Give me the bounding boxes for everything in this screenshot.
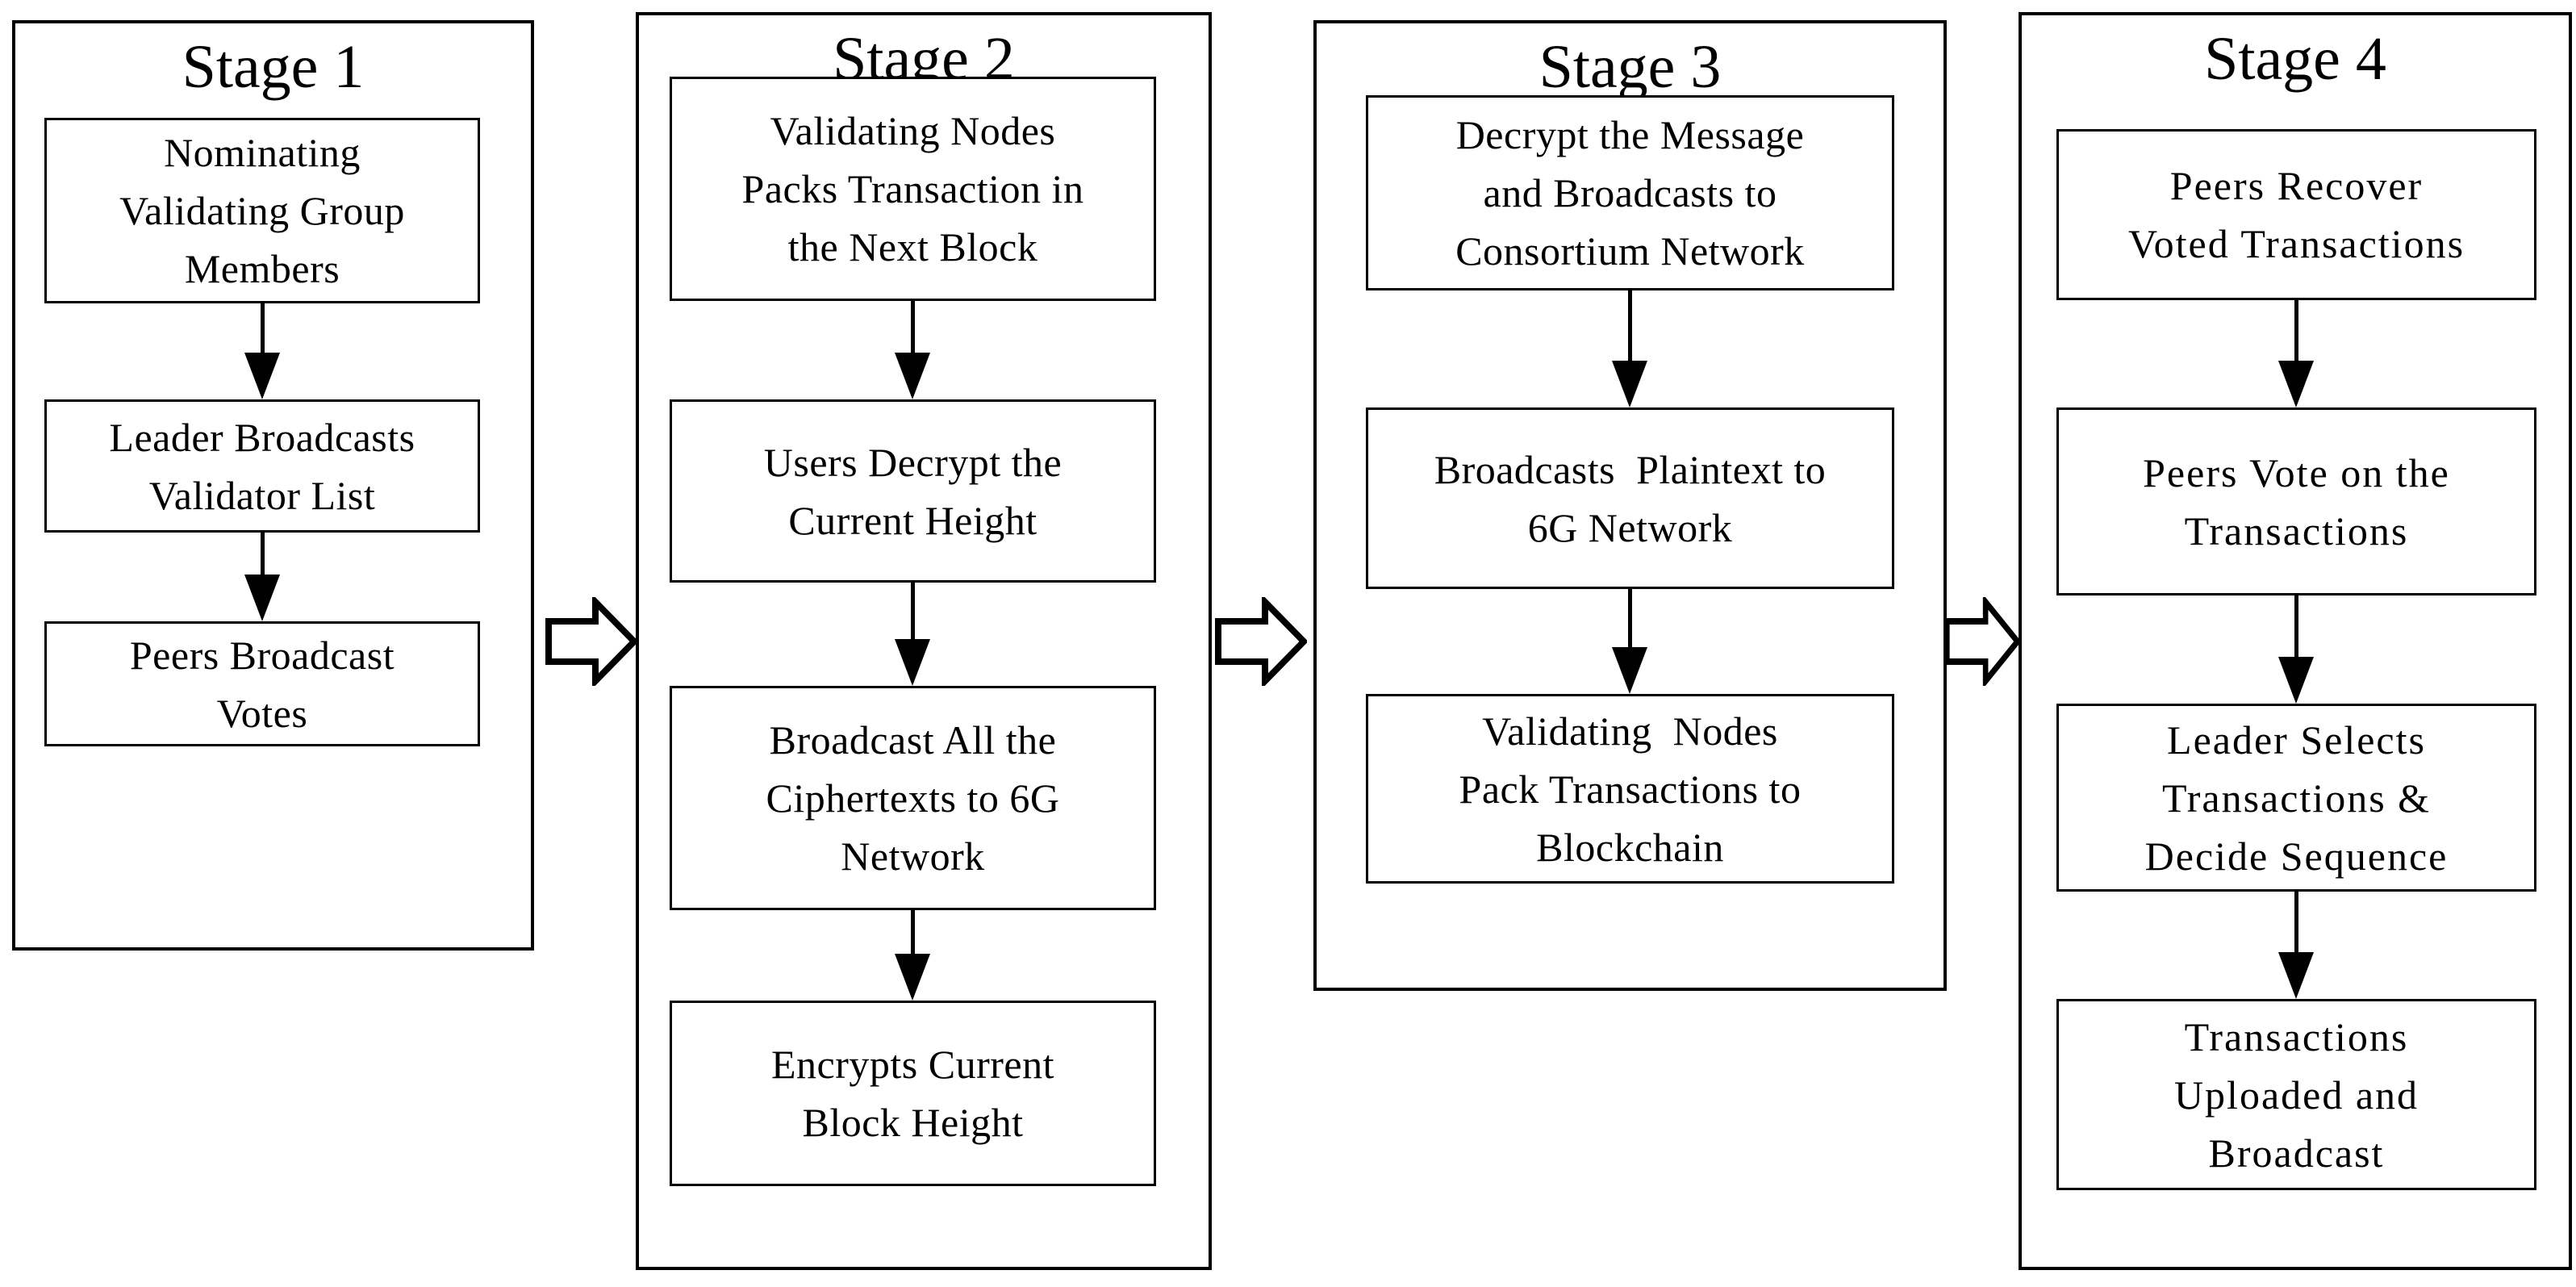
process-box-label: Decrypt the Message and Broadcasts to Co… (1455, 112, 1805, 274)
stage-3-panel: Stage 3 Decrypt the Message and Broadcas… (1313, 20, 1947, 991)
down-arrow-icon (2277, 300, 2315, 407)
stage-4-panel: Stage 4 Peers Recover Voted Transactions… (2019, 12, 2572, 1270)
process-box: Broadcasts Plaintext to 6G Network (1366, 407, 1894, 589)
process-box: Decrypt the Message and Broadcasts to Co… (1366, 95, 1894, 290)
process-box-label: Peers Recover Voted Transactions (2127, 163, 2465, 266)
stage-transition-arrow-icon (545, 597, 637, 686)
down-arrow-icon (244, 533, 281, 621)
process-box: Transactions Uploaded and Broadcast (2056, 999, 2536, 1190)
stage-transition-arrow-icon (1215, 597, 1307, 686)
process-box: Nominating Validating Group Members (44, 118, 480, 303)
process-box: Users Decrypt the Current Height (670, 399, 1156, 583)
process-box-label: Peers Vote on the Transactions (2143, 449, 2450, 554)
process-box: Peers Vote on the Transactions (2056, 407, 2536, 595)
stage-2-panel: Stage 2 Validating Nodes Packs Transacti… (636, 12, 1212, 1270)
stage-4-title: Stage 4 (2204, 25, 2386, 93)
stage-transition-arrow-icon (1944, 597, 2020, 686)
process-box: Leader Selects Transactions & Decide Seq… (2056, 704, 2536, 892)
process-box: Validating Nodes Pack Transactions to Bl… (1366, 694, 1894, 884)
process-box-label: Transactions Uploaded and Broadcast (2173, 1013, 2419, 1176)
process-box-label: Leader Broadcasts Validator List (109, 414, 415, 518)
process-box-label: Users Decrypt the Current Height (763, 439, 1063, 543)
process-box: Validating Nodes Packs Transaction in th… (670, 77, 1156, 301)
stage-1-title: Stage 1 (182, 33, 365, 101)
process-box: Leader Broadcasts Validator List (44, 399, 480, 533)
down-arrow-icon (2277, 892, 2315, 999)
process-box-label: Validating Nodes Pack Transactions to Bl… (1459, 708, 1802, 870)
process-box: Broadcast All the Ciphertexts to 6G Netw… (670, 686, 1156, 910)
down-arrow-icon (894, 910, 931, 1001)
process-box-label: Validating Nodes Packs Transaction in th… (741, 108, 1084, 270)
down-arrow-icon (894, 301, 931, 399)
process-box-label: Leader Selects Transactions & Decide Seq… (2144, 717, 2449, 879)
process-box-label: Broadcasts Plaintext to 6G Network (1434, 446, 1827, 550)
process-box: Peers Recover Voted Transactions (2056, 129, 2536, 300)
down-arrow-icon (244, 303, 281, 399)
process-box-label: Broadcast All the Ciphertexts to 6G Netw… (766, 717, 1060, 879)
process-box-label: Nominating Validating Group Members (119, 130, 405, 291)
down-arrow-icon (2277, 595, 2315, 704)
process-box: Peers Broadcast Votes (44, 621, 480, 746)
process-box: Encrypts Current Block Height (670, 1001, 1156, 1186)
process-box-label: Peers Broadcast Votes (129, 632, 395, 736)
stage-1-panel: Stage 1 Nominating Validating Group Memb… (12, 20, 534, 951)
stage-3-title: Stage 3 (1539, 33, 1722, 101)
down-arrow-icon (1611, 589, 1648, 694)
down-arrow-icon (894, 583, 931, 686)
process-box-label: Encrypts Current Block Height (771, 1042, 1054, 1145)
down-arrow-icon (1611, 290, 1648, 407)
